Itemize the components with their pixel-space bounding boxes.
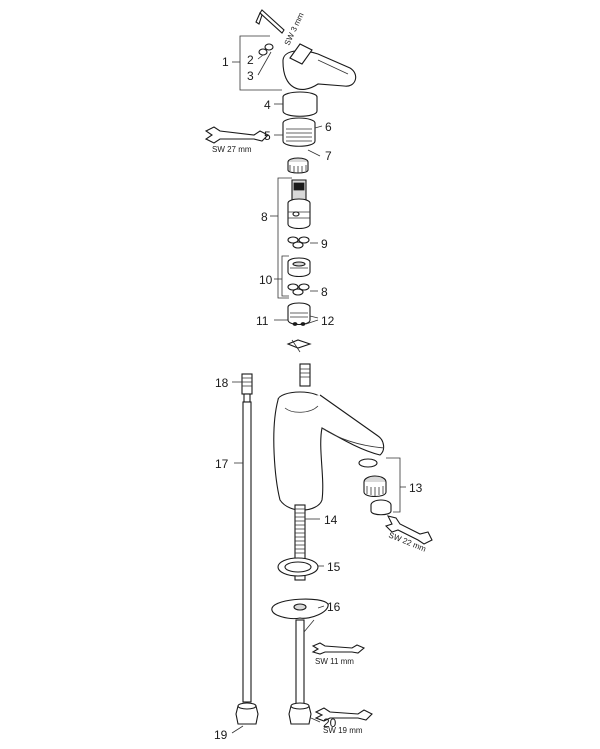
part-number-16: 16 bbox=[327, 600, 341, 614]
part-number-8-upper: 8 bbox=[261, 210, 268, 224]
part-number-7: 7 bbox=[325, 149, 332, 163]
bonnet-nut-icon bbox=[274, 117, 323, 147]
wrench-size-sw11: SW 11 mm bbox=[315, 657, 354, 666]
base-insert-icon bbox=[274, 302, 319, 326]
part-number-13: 13 bbox=[409, 481, 423, 495]
hose-nut-center-icon bbox=[288, 702, 321, 725]
wrench-sw27-icon bbox=[204, 126, 269, 144]
lever-handle-icon bbox=[282, 43, 357, 90]
part-number-3: 3 bbox=[247, 69, 254, 83]
allen-key-icon bbox=[255, 9, 285, 34]
nipple-center-icon bbox=[299, 363, 311, 387]
cover-ring-icon bbox=[274, 91, 318, 117]
splined-ring-icon bbox=[287, 149, 321, 174]
part-number-2: 2 bbox=[247, 53, 254, 67]
part-number-10: 10 bbox=[259, 273, 273, 287]
part-number-14: 14 bbox=[324, 513, 338, 527]
part-number-9: 9 bbox=[321, 237, 328, 251]
wrench-size-sw27: SW 27 mm bbox=[212, 145, 252, 154]
part-number-1: 1 bbox=[222, 55, 229, 69]
part-number-20: 20 bbox=[323, 716, 337, 730]
part-number-19: 19 bbox=[214, 728, 228, 742]
mounting-plate-icon bbox=[271, 598, 329, 620]
hose-17-icon bbox=[234, 401, 252, 703]
gasket-ring-icon bbox=[277, 557, 324, 577]
cartridge-icon bbox=[287, 179, 311, 230]
aerator-set-icon bbox=[358, 457, 406, 516]
wrench-sw11-icon bbox=[311, 642, 366, 655]
set-screw-icon bbox=[257, 43, 274, 76]
wrench-size-sw3: SW 3 mm bbox=[283, 11, 306, 47]
wrench-sw19-icon bbox=[314, 707, 373, 722]
threaded-rod-icon bbox=[294, 504, 320, 581]
limit-disk-icon bbox=[287, 257, 311, 278]
clip-icon bbox=[286, 339, 312, 353]
bracket-1 bbox=[232, 35, 282, 91]
bracket-8 bbox=[277, 177, 292, 299]
seal-set-lower-icon bbox=[287, 283, 318, 296]
part-number-6: 6 bbox=[325, 120, 332, 134]
part-number-8-lower: 8 bbox=[321, 285, 328, 299]
part-number-17: 17 bbox=[215, 457, 229, 471]
wrench-sw22-icon bbox=[384, 515, 433, 545]
part-number-18: 18 bbox=[215, 376, 229, 390]
hose-nut-left-icon bbox=[231, 702, 259, 734]
nipple-18-icon bbox=[232, 373, 253, 403]
part-number-4: 4 bbox=[264, 98, 271, 112]
spout-body-icon bbox=[273, 391, 385, 511]
part-number-5: 5 bbox=[264, 129, 271, 143]
fixing-tube-icon bbox=[295, 619, 315, 706]
wrench-size-sw19: SW 19 mm bbox=[323, 726, 363, 735]
part-number-15: 15 bbox=[327, 560, 341, 574]
part-number-12: 12 bbox=[321, 314, 335, 328]
part-number-11: 11 bbox=[256, 314, 269, 328]
seal-set-icon bbox=[287, 236, 318, 249]
bracket-10 bbox=[281, 255, 289, 297]
